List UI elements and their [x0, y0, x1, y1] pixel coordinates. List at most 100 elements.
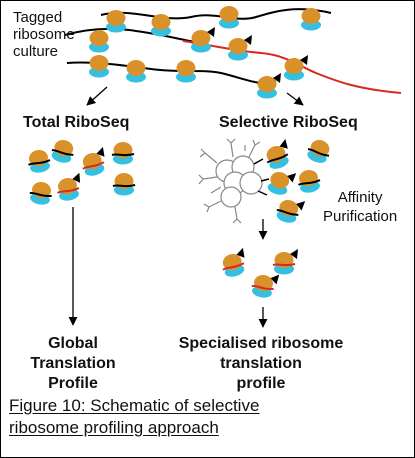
ribosome: [112, 173, 136, 196]
ribosome: [267, 171, 297, 195]
large-subunit: [106, 10, 126, 26]
selective-riboseq-heading: Selective RiboSeq: [219, 114, 358, 131]
large-subunit: [89, 55, 109, 71]
ribosome: [257, 73, 281, 99]
mrna-fragment: [276, 209, 299, 216]
ribosome: [89, 30, 109, 53]
affinity-tag: [96, 146, 105, 157]
culture-label-line: ribosome: [13, 26, 75, 43]
ribosome: [219, 6, 239, 29]
ribosome: [126, 60, 146, 83]
caption-line: Figure 10: Schematic of selective: [9, 396, 260, 415]
affinity-label-line: Purification: [323, 208, 398, 225]
ribosome: [51, 139, 74, 163]
affinity-tag: [279, 139, 288, 149]
large-subunit: [257, 76, 277, 92]
specialised-label-line: profile: [236, 375, 286, 392]
ribosome: [106, 10, 126, 33]
culture-label-line: Tagged: [13, 9, 63, 26]
affinity-tag: [207, 27, 215, 37]
global-label-line: Translation: [30, 355, 116, 372]
global-label-line: Profile: [48, 375, 98, 392]
large-subunit: [228, 38, 248, 54]
mrna-strand-middle: [64, 27, 202, 44]
ribosome: [272, 249, 298, 275]
ribosome: [151, 14, 171, 37]
culture-label: Tagged ribosome culture: [13, 9, 75, 60]
affinity-tag: [296, 201, 306, 211]
mrna-fragment: [222, 262, 245, 271]
culture-label-line: culture: [13, 43, 59, 60]
specialised-label-line: Specialised ribosome: [178, 335, 344, 352]
mrna-fragment: [51, 149, 74, 156]
mrna-fragment: [266, 153, 289, 164]
arrow-to-total: [86, 86, 108, 106]
mrna-fragment: [298, 179, 321, 186]
ribosome: [266, 139, 289, 169]
ribosome: [176, 60, 196, 83]
ribosome: [276, 199, 306, 223]
mrna-fragment: [28, 159, 51, 166]
mrna-fragment: [29, 191, 52, 198]
arrow-to-selective: [286, 92, 304, 106]
affinity-tag: [244, 35, 252, 45]
mrna-fragment: [111, 153, 135, 157]
ribosome-group: [28, 6, 330, 298]
global-translation-profile-label: Global Translation Profile: [21, 334, 125, 394]
global-label-line: Global: [48, 335, 98, 352]
mrna-fragment: [112, 184, 136, 188]
ribosome: [307, 139, 330, 163]
tag-link: [260, 178, 270, 182]
antibody-spikes: [198, 138, 261, 224]
figure-caption: Figure 10: Schematic of selective riboso…: [9, 395, 259, 439]
mrna-fragment: [251, 284, 274, 291]
ribosome: [222, 247, 245, 277]
specialised-label-line: translation: [220, 355, 302, 372]
ribosome: [29, 181, 52, 205]
total-riboseq-heading: Total RiboSeq: [23, 114, 130, 131]
ribosome: [82, 146, 105, 176]
large-subunit: [301, 8, 321, 24]
large-subunit: [270, 171, 290, 189]
tag-link: [253, 158, 264, 165]
mrna-fragment: [272, 263, 296, 267]
large-subunit: [191, 30, 211, 46]
affinity-purification-label: Affinity Purification: [323, 188, 397, 226]
specialised-profile-label: Specialised ribosome translation profile: [153, 334, 369, 394]
affinity-tag: [270, 274, 280, 285]
affinity-tag: [273, 73, 281, 83]
affinity-beads: [198, 138, 270, 224]
bead: [239, 171, 263, 195]
large-subunit: [284, 58, 304, 74]
ribosome: [89, 55, 109, 78]
large-subunit: [151, 14, 171, 30]
ribosome: [284, 55, 308, 81]
large-subunit: [176, 60, 196, 76]
mrna-fragment: [82, 161, 105, 170]
ribosome: [191, 27, 215, 53]
mrna-strand-top: [100, 8, 332, 20]
ribosome: [228, 35, 252, 61]
flow-arrows: [68, 86, 304, 328]
large-subunit: [126, 60, 146, 76]
tag-link: [257, 190, 268, 196]
large-subunit: [219, 6, 239, 22]
ribosome: [301, 8, 321, 31]
affinity-tag: [72, 172, 81, 183]
affinity-tag: [287, 173, 297, 183]
large-subunit: [89, 30, 109, 46]
bead: [220, 186, 242, 208]
mrna-fragment: [307, 148, 330, 157]
mrna-fragment: [57, 187, 80, 194]
affinity-tag: [300, 55, 308, 65]
ribosome: [57, 172, 81, 201]
ribosome: [28, 149, 51, 173]
caption-line: ribosome profiling approach: [9, 418, 219, 437]
ribosome: [298, 169, 321, 193]
affinity-label-line: Affinity: [337, 189, 383, 206]
ribosome: [111, 142, 135, 165]
affinity-tag: [236, 247, 245, 258]
affinity-tag: [290, 249, 298, 259]
